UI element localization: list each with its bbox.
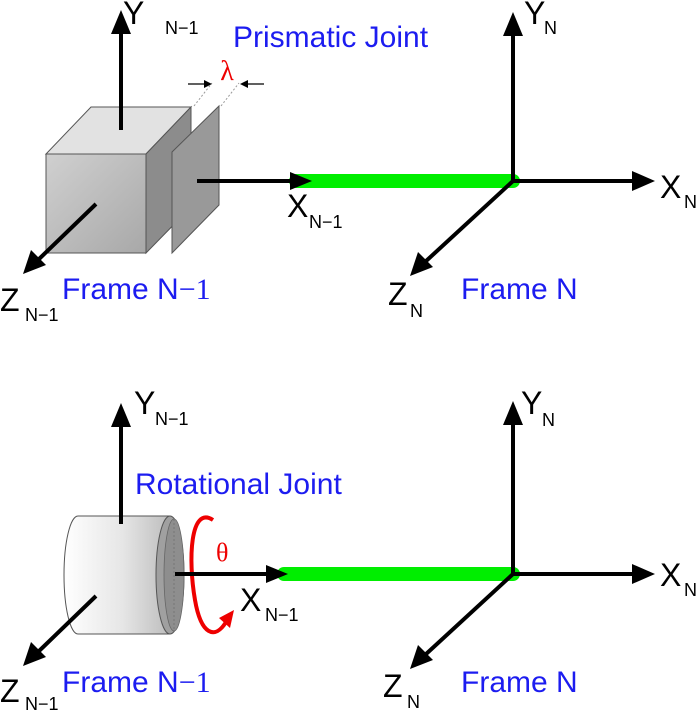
next-x-arrowhead — [632, 171, 655, 191]
prev-z-label: Z — [0, 282, 20, 318]
rot-prev-z-label: Z — [0, 673, 20, 709]
prev-z-subscript: N−1 — [25, 305, 59, 325]
rotational-frame-prev-axes — [23, 403, 288, 666]
rotational-cylinder — [63, 515, 185, 635]
next-y-arrowhead — [503, 12, 523, 36]
next-z-subscript: N — [410, 301, 423, 321]
lambda-label: λ — [220, 56, 234, 87]
prev-x-label: X — [287, 188, 308, 224]
prismatic-title: Prismatic Joint — [233, 21, 429, 54]
next-y-subscript: N — [544, 18, 557, 38]
rot-prev-y-subscript: N−1 — [155, 409, 189, 429]
next-z-axis — [423, 179, 515, 264]
rot-prev-z-subscript: N−1 — [25, 694, 59, 712]
prev-z-arrowhead — [23, 250, 46, 274]
rot-next-x-subscript: N — [684, 580, 697, 600]
rot-next-x-label: X — [660, 557, 681, 593]
prismatic-frame-next-axes — [410, 12, 655, 276]
next-x-subscript: N — [684, 192, 697, 212]
rot-prev-x-label: X — [240, 582, 261, 618]
rotational-frame-prev-label: Frame N−1 — [62, 666, 211, 699]
rotational-frame-next-label: Frame N — [461, 666, 578, 699]
prismatic-frame-prev-axes — [23, 10, 312, 274]
prismatic-section: λ Prismatic Joint Y N−1 X N−1 Z N−1 — [0, 0, 697, 325]
lambda-dimension — [188, 80, 264, 107]
rotational-section: θ Rotational Joint Y N−1 X N−1 Z N−1 — [0, 385, 697, 712]
next-x-label: X — [660, 169, 681, 205]
rot-prev-x-subscript: N−1 — [265, 605, 299, 625]
rotational-title: Rotational Joint — [135, 468, 342, 501]
rot-next-y-subscript: N — [542, 410, 555, 430]
prev-y-label: Y — [123, 0, 144, 31]
rotational-frame-next-axes — [410, 401, 655, 669]
rot-next-z-subscript: N — [407, 692, 420, 712]
next-z-arrowhead — [410, 252, 433, 276]
rot-next-y-label: Y — [521, 385, 542, 421]
next-y-label: Y — [524, 0, 545, 31]
prismatic-frame-prev-label: Frame N−1 — [62, 273, 211, 306]
prev-y-arrowhead — [111, 10, 131, 34]
prev-x-subscript: N−1 — [309, 212, 343, 232]
prismatic-slider-plate — [171, 104, 220, 255]
rot-next-z-label: Z — [383, 668, 403, 704]
theta-label: θ — [216, 538, 228, 567]
next-z-label: Z — [388, 276, 408, 312]
rot-prev-y-label: Y — [134, 385, 155, 421]
prev-z-axis — [36, 202, 98, 262]
prev-y-subscript: N−1 — [165, 18, 199, 38]
prev-x-arrowhead — [290, 172, 312, 190]
theta-rotation-arrow — [189, 515, 234, 635]
prismatic-frame-next-label: Frame N — [461, 273, 578, 306]
